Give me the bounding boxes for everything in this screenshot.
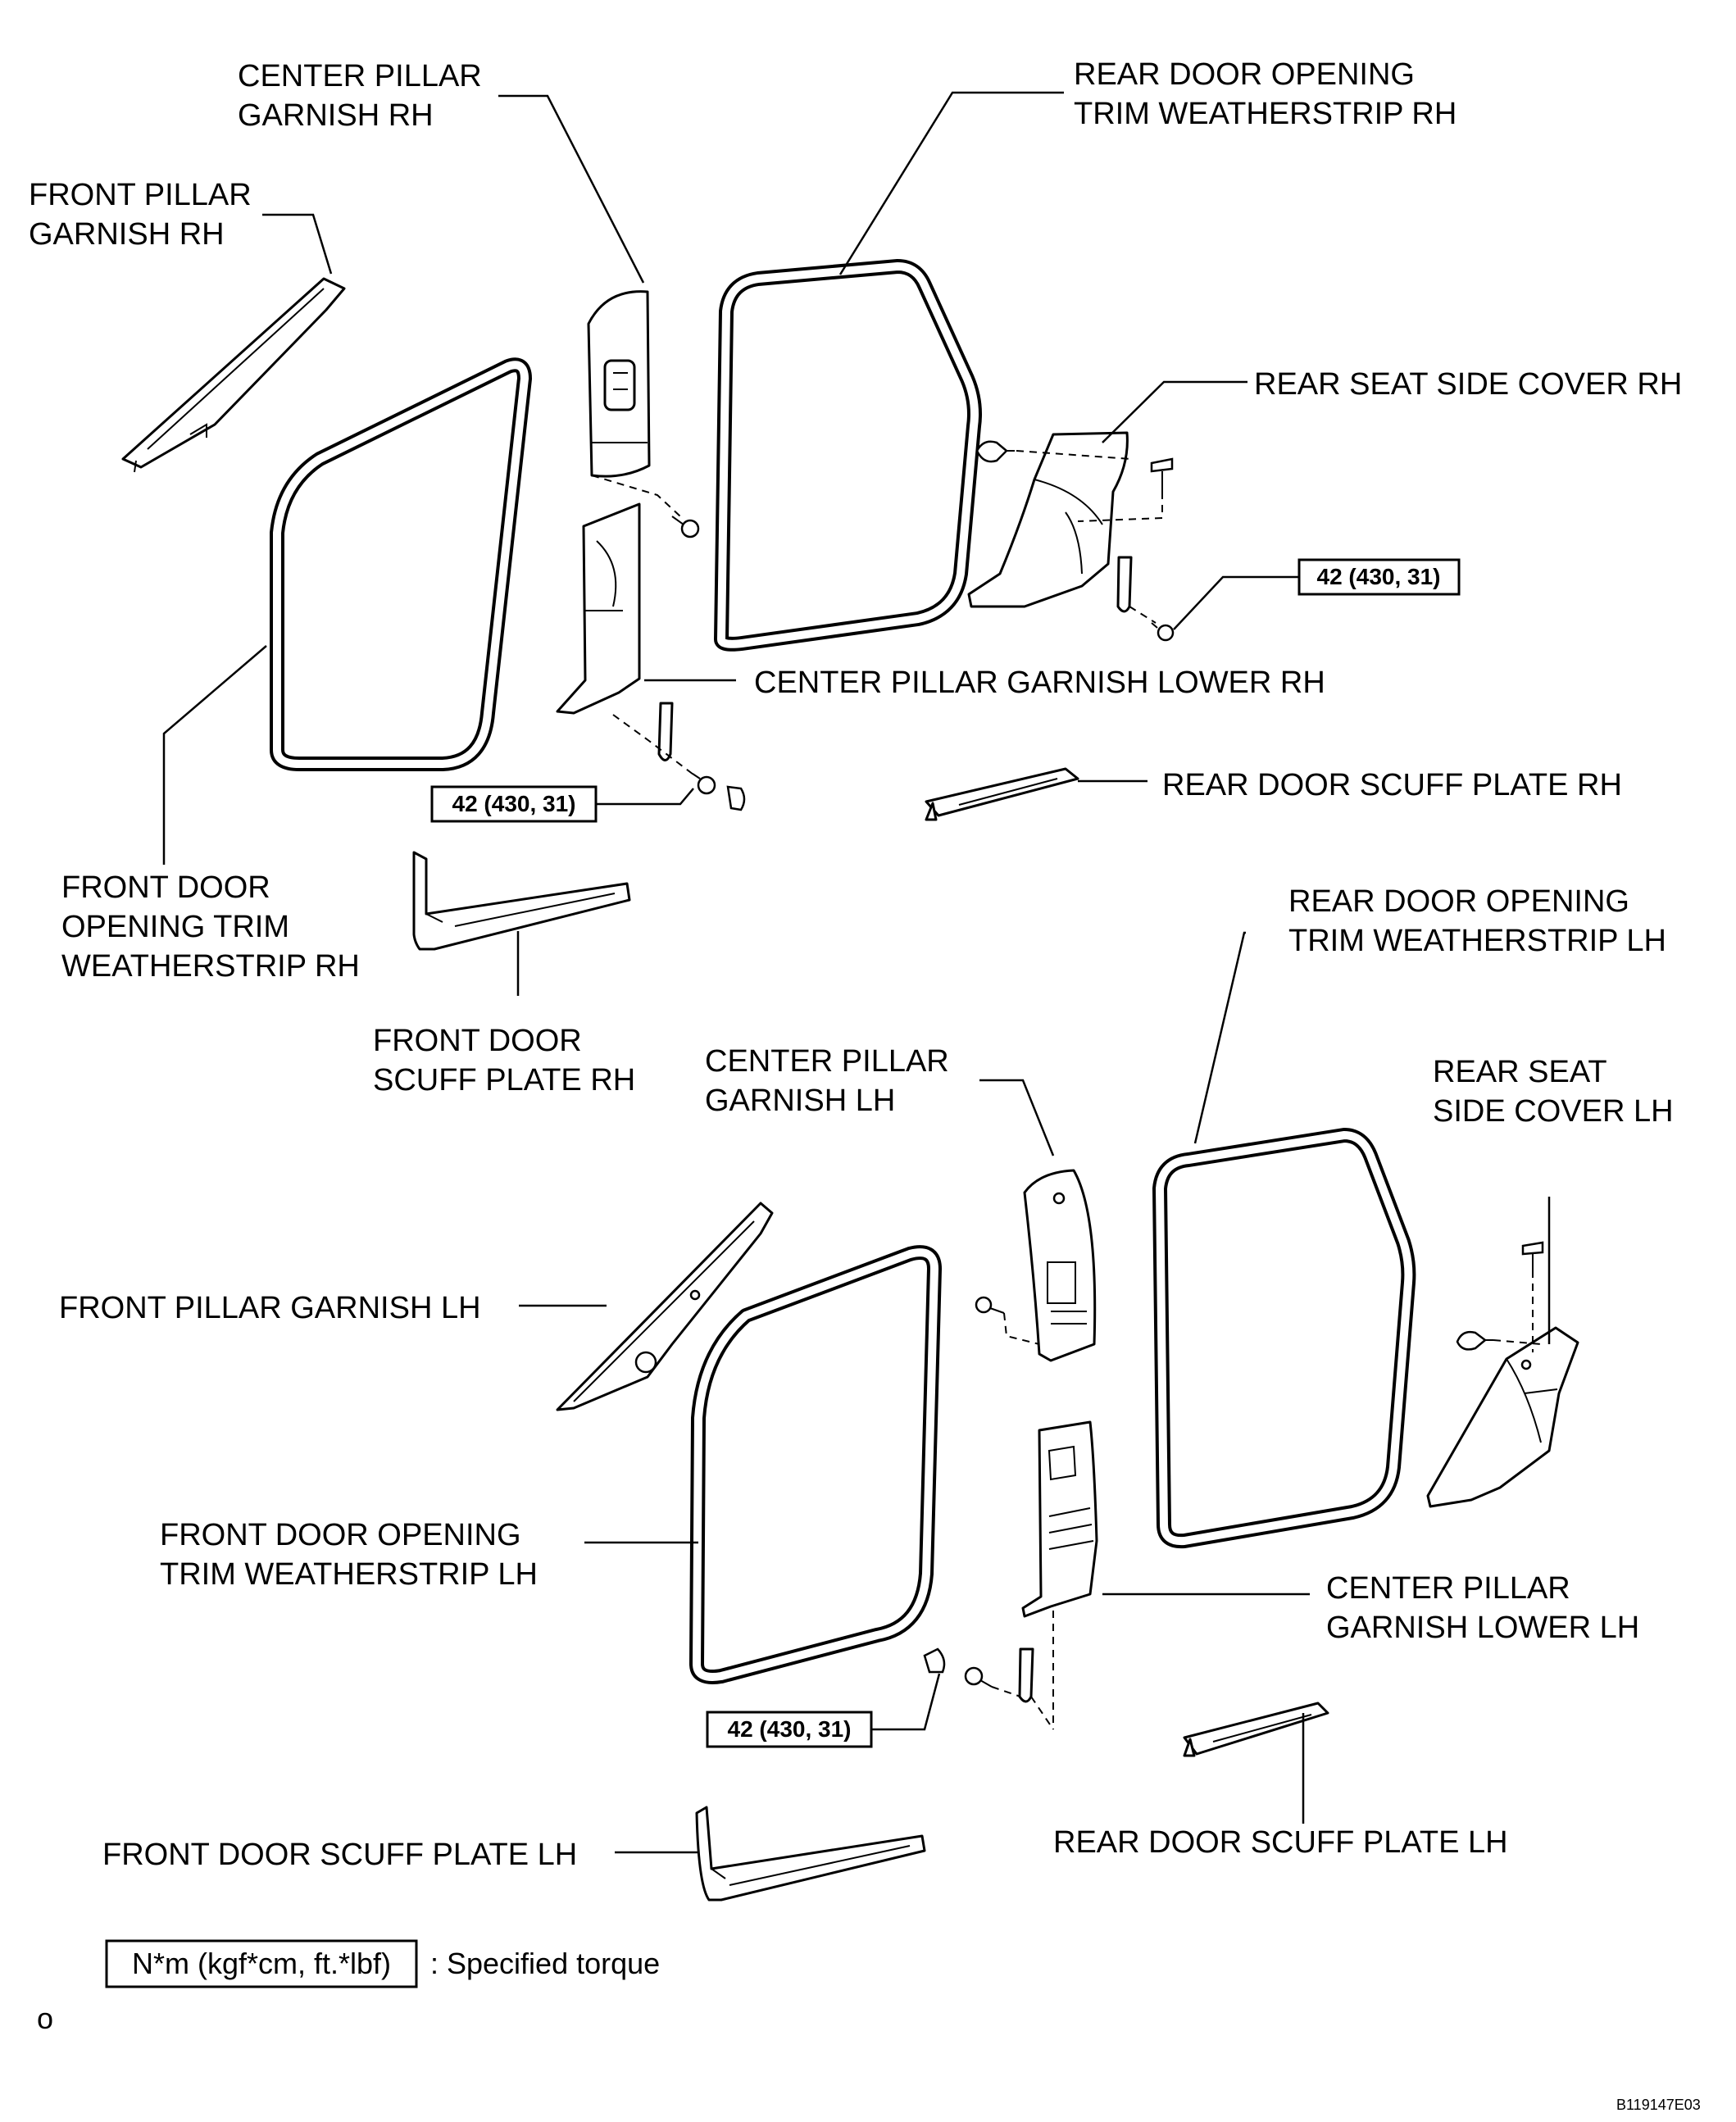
rear-seat-side-cover-lh-part <box>1426 1326 1579 1508</box>
front-door-weatherstrip-rh-part <box>270 357 532 771</box>
label-rear-door-scuff-plate-lh: REAR DOOR SCUFF PLATE LH <box>1053 1825 1508 1860</box>
clip-icon <box>1150 457 1174 473</box>
clip-icon <box>975 440 1008 463</box>
rear-door-scuff-plate-rh-part <box>925 767 1079 821</box>
torque-box-center-pillar-rh: 42 (430, 31) <box>430 785 598 823</box>
label-rear-door-opening-trim-weatherstrip-rh: REAR DOOR OPENING TRIM WEATHERSTRIP RH <box>1074 57 1457 131</box>
front-pillar-garnish-rh-part <box>121 277 346 473</box>
clip-icon <box>1456 1330 1488 1351</box>
label-center-pillar-garnish-rh: CENTER PILLAR GARNISH RH <box>238 59 490 133</box>
rear-door-weatherstrip-rh-part <box>714 259 982 652</box>
torque-box-rear-seat-rh: 42 (430, 31) <box>1297 558 1461 596</box>
rh-fasteners <box>671 440 1175 811</box>
corner-mark: o <box>37 2002 53 2035</box>
lh-assembly-lines <box>991 1270 1542 1730</box>
part-labels: CENTER PILLAR GARNISH RH REAR DOOR OPENI… <box>29 57 1682 1872</box>
torque-value: 42 (430, 31) <box>728 1716 852 1742</box>
label-front-door-scuff-plate-rh: FRONT DOOR SCUFF PLATE RH <box>373 1024 635 1097</box>
center-pillar-garnish-lower-rh-part <box>556 502 674 761</box>
front-door-weatherstrip-lh-part <box>689 1245 942 1684</box>
label-rear-door-opening-trim-weatherstrip-lh: REAR DOOR OPENING TRIM WEATHERSTRIP LH <box>1288 884 1666 958</box>
label-front-door-opening-trim-weatherstrip-rh: FRONT DOOR OPENING TRIM WEATHERSTRIP RH <box>61 870 360 984</box>
torque-legend: N*m (kgf*cm, ft.*lbf) : Specified torque <box>105 1939 660 1988</box>
lh-leader-lines <box>519 931 1551 1854</box>
lh-fasteners <box>923 1241 1544 1688</box>
clip-icon <box>923 1647 946 1674</box>
torque-value: 42 (430, 31) <box>452 791 576 816</box>
front-pillar-garnish-lh-part <box>556 1202 774 1411</box>
rear-seat-side-cover-rh-part <box>967 431 1133 613</box>
legend-unit-box: N*m (kgf*cm, ft.*lbf) <box>132 1947 391 1980</box>
clip-icon <box>1521 1241 1544 1256</box>
legend-description: : Specified torque <box>430 1947 660 1980</box>
clip-icon <box>726 785 746 811</box>
bolt-icon <box>697 775 716 795</box>
label-rear-seat-side-cover-rh: REAR SEAT SIDE COVER RH <box>1254 367 1682 402</box>
front-door-scuff-plate-rh-part <box>412 851 631 951</box>
label-center-pillar-garnish-lh: CENTER PILLAR GARNISH LH <box>705 1044 957 1118</box>
rh-assembly-lines <box>591 450 1163 778</box>
label-front-door-opening-trim-weatherstrip-lh: FRONT DOOR OPENING TRIM WEATHERSTRIP LH <box>160 1518 538 1592</box>
torque-value: 42 (430, 31) <box>1317 564 1441 589</box>
bolt-icon <box>680 519 700 538</box>
label-front-pillar-garnish-rh: FRONT PILLAR GARNISH RH <box>29 178 260 252</box>
front-door-scuff-plate-lh-part <box>695 1806 926 1902</box>
label-front-pillar-garnish-lh: FRONT PILLAR GARNISH LH <box>59 1291 481 1325</box>
center-pillar-garnish-rh-part <box>587 290 651 478</box>
figure-code: B119147E03 <box>1616 2097 1701 2113</box>
bolt-icon <box>964 1666 984 1686</box>
label-rear-door-scuff-plate-rh: REAR DOOR SCUFF PLATE RH <box>1162 768 1622 802</box>
label-center-pillar-garnish-lower-rh: CENTER PILLAR GARNISH LOWER RH <box>754 666 1325 700</box>
label-front-door-scuff-plate-lh: FRONT DOOR SCUFF PLATE LH <box>102 1838 577 1872</box>
rear-door-scuff-plate-lh-part <box>1183 1702 1329 1757</box>
label-rear-seat-side-cover-lh: REAR SEAT SIDE COVER LH <box>1433 1055 1674 1129</box>
rear-door-weatherstrip-lh-part <box>1152 1128 1416 1549</box>
bolt-icon <box>1157 624 1175 642</box>
bolt-icon <box>975 1296 993 1314</box>
label-center-pillar-garnish-lower-lh: CENTER PILLAR GARNISH LOWER LH <box>1326 1571 1639 1645</box>
center-pillar-garnish-lower-lh-part <box>1018 1420 1098 1703</box>
torque-box-center-pillar-lh: 42 (430, 31) <box>706 1711 873 1748</box>
rh-leader-lines <box>162 91 1299 996</box>
center-pillar-garnish-lh-part <box>1023 1169 1097 1362</box>
